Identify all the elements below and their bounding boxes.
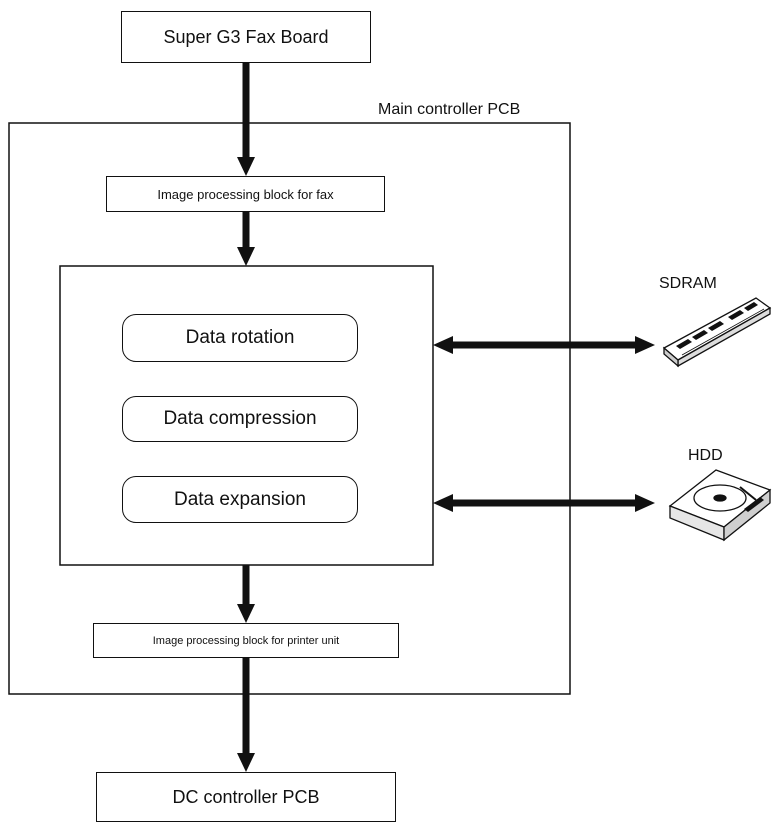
printer-image-processing-block: Image processing block for printer unit	[93, 623, 399, 658]
hard-disk-icon	[668, 469, 772, 542]
memory-module-icon	[662, 297, 772, 368]
hdd-label: HDD	[688, 447, 723, 464]
data-rotation-block: Data rotation	[122, 314, 358, 362]
arrow-hdd-bidirectional	[433, 494, 655, 512]
main-controller-label: Main controller PCB	[378, 101, 521, 118]
fax-image-processing-block: Image processing block for fax	[106, 176, 385, 212]
data-compression-block: Data compression	[122, 396, 358, 442]
arrow-processing-to-printer-block	[237, 565, 255, 623]
arrow-sdram-bidirectional	[433, 336, 655, 354]
sdram-label: SDRAM	[659, 275, 717, 292]
dc-controller-pcb-box: DC controller PCB	[96, 772, 396, 822]
data-expansion-label: Data expansion	[173, 488, 307, 510]
arrow-fax-board-to-fax-block	[237, 63, 255, 176]
super-g3-fax-board-label: Super G3 Fax Board	[163, 26, 329, 47]
data-expansion-block: Data expansion	[122, 476, 358, 523]
arrow-fax-block-to-processing	[237, 212, 255, 266]
arrow-printer-block-to-dc-controller	[237, 658, 255, 772]
printer-image-processing-label: Image processing block for printer unit	[152, 634, 340, 647]
dc-controller-pcb-label: DC controller PCB	[172, 786, 320, 807]
fax-image-processing-label: Image processing block for fax	[157, 186, 334, 202]
main-controller-container	[8, 122, 571, 695]
super-g3-fax-board-box: Super G3 Fax Board	[121, 11, 371, 63]
data-compression-label: Data compression	[163, 408, 317, 429]
data-rotation-label: Data rotation	[185, 327, 295, 348]
